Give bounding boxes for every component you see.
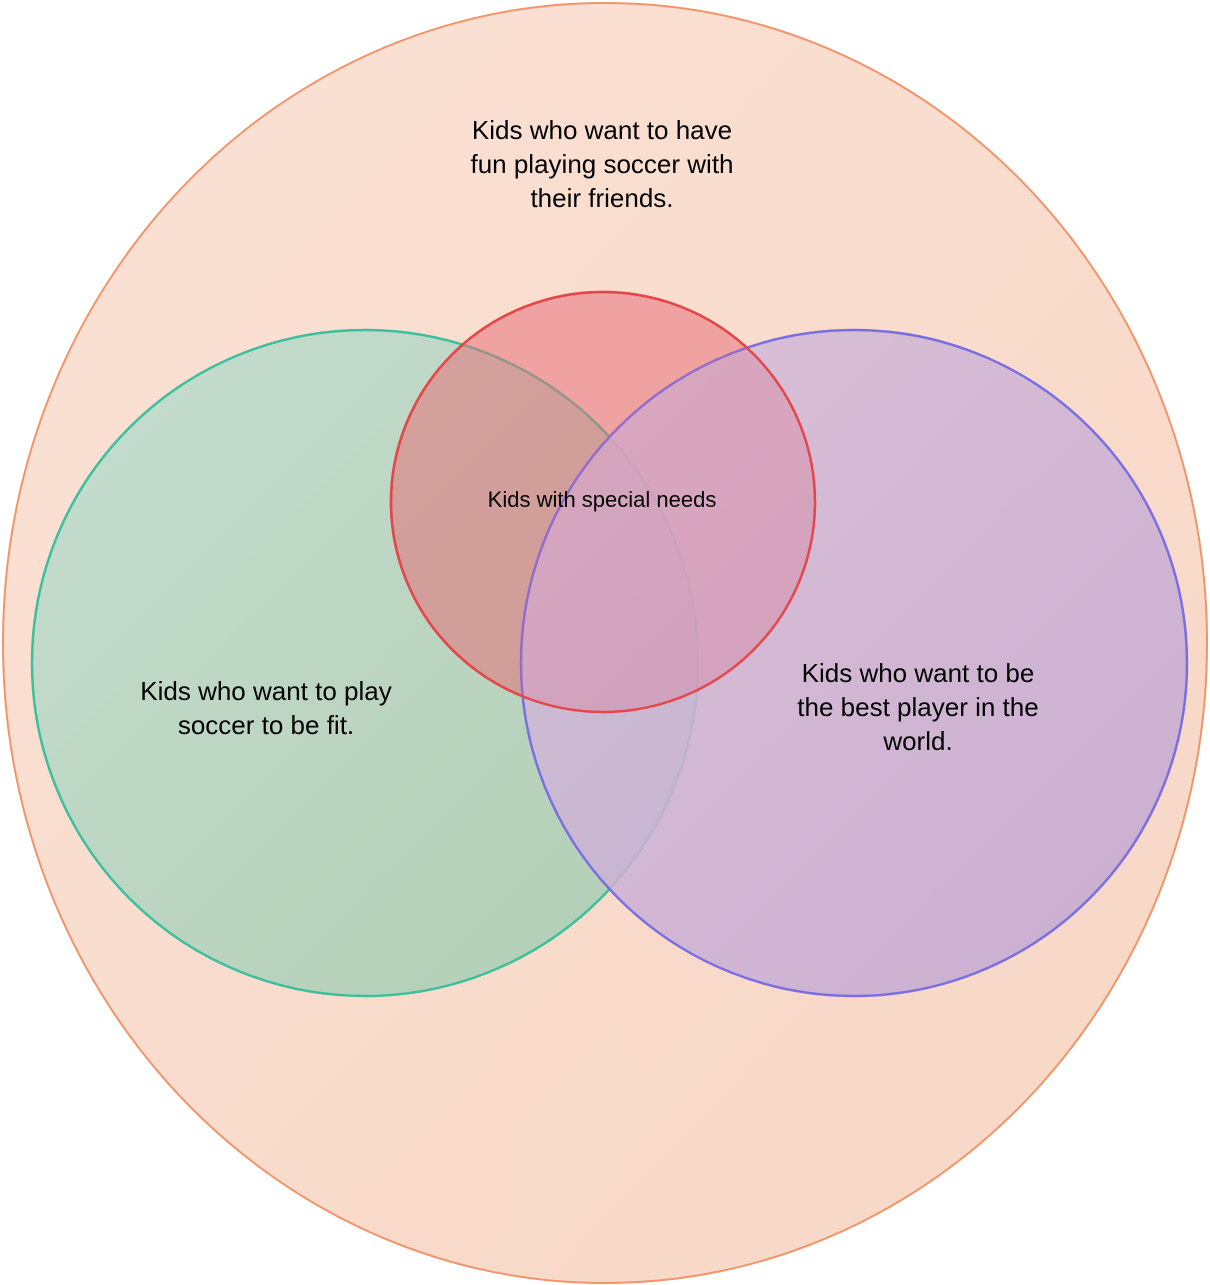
circle-best-player	[519, 328, 1189, 998]
label-special-needs: Kids with special needs	[487, 487, 717, 512]
circle-special-needs-outline-overlay	[389, 290, 817, 714]
label-best-player: Kids who want to be the best player in t…	[797, 658, 1039, 756]
label-fit: Kids who want to play soccer to be fit.	[140, 676, 392, 740]
label-fun-with-friends: Kids who want to have fun playing soccer…	[470, 115, 734, 213]
